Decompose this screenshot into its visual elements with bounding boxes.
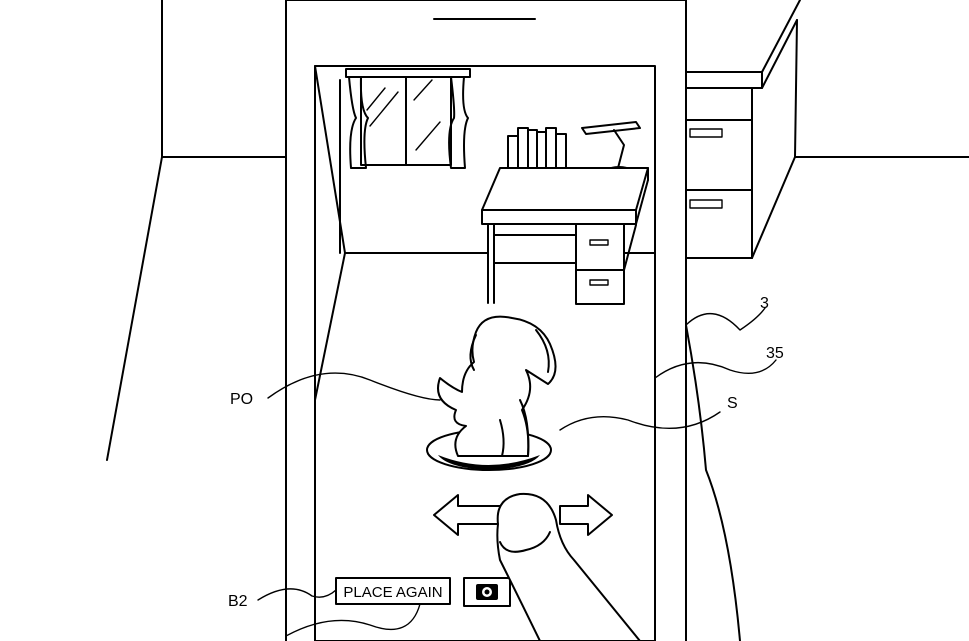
real-desk: [684, 0, 801, 259]
device-ref-label: 3: [760, 295, 769, 312]
user-hand: [496, 324, 741, 641]
place-again-button[interactable]: PLACE AGAIN: [335, 577, 451, 605]
reference-labels: PO S 35 3 B2: [228, 295, 784, 637]
display-screen: PLACE AGAIN: [314, 65, 656, 641]
window: [345, 68, 471, 169]
virtual-desk: [481, 167, 649, 305]
virtual-puppy: [426, 315, 557, 471]
button-ref-label: B2: [228, 593, 248, 610]
shadow-ref-label: S: [727, 395, 738, 412]
object-ref-label: PO: [230, 391, 253, 408]
camera-button[interactable]: [463, 577, 511, 607]
svg-text:PLACE AGAIN: PLACE AGAIN: [343, 584, 442, 601]
room-background: [106, 0, 969, 461]
shadow-fill: [438, 455, 540, 470]
move-arrows[interactable]: [433, 494, 613, 536]
arrow-right-icon[interactable]: [559, 494, 613, 536]
screen-ref-label: 35: [766, 345, 784, 362]
